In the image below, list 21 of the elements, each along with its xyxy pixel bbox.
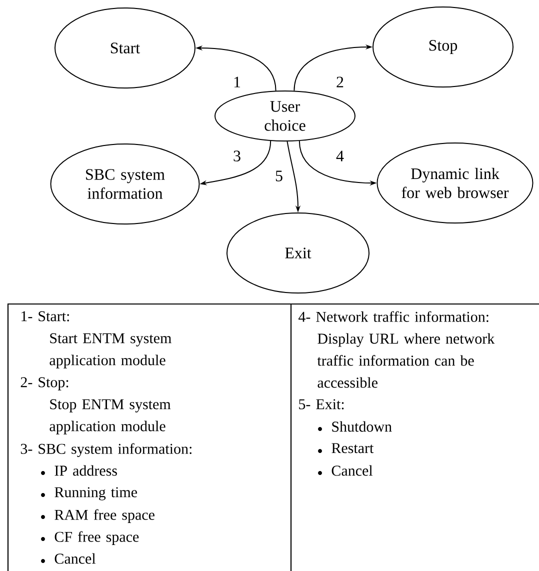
edge-label: 4 <box>335 150 345 162</box>
list-text: CF free space <box>54 531 139 545</box>
list-text: Display URL where network traffic information can be accessible <box>317 333 495 388</box>
edge-label: 2 <box>335 76 345 88</box>
list-text: Restart <box>332 443 374 454</box>
edge-label: 1 <box>232 76 242 88</box>
list-text: 5- Exit: <box>299 399 344 410</box>
edge-label: 5 <box>274 170 284 182</box>
list-text: Running time <box>54 487 137 500</box>
list-text: Shutdown <box>332 421 392 432</box>
list-text: Cancel <box>332 465 373 476</box>
list-text: 1- Start: <box>22 311 69 322</box>
list-text: 4- Network traffic information: <box>298 311 488 322</box>
edge-label: 3 <box>232 150 242 162</box>
list-text: Stop ENTM system application module <box>50 399 171 434</box>
list-text: 2- Stop: <box>20 377 68 390</box>
list-text: RAM free space <box>54 509 154 523</box>
list-text: IP address <box>54 465 117 476</box>
list-text: Cancel <box>54 553 96 564</box>
list-text: 3- SBC system information: <box>20 443 192 457</box>
list-text: Start ENTM system application module <box>50 333 172 368</box>
